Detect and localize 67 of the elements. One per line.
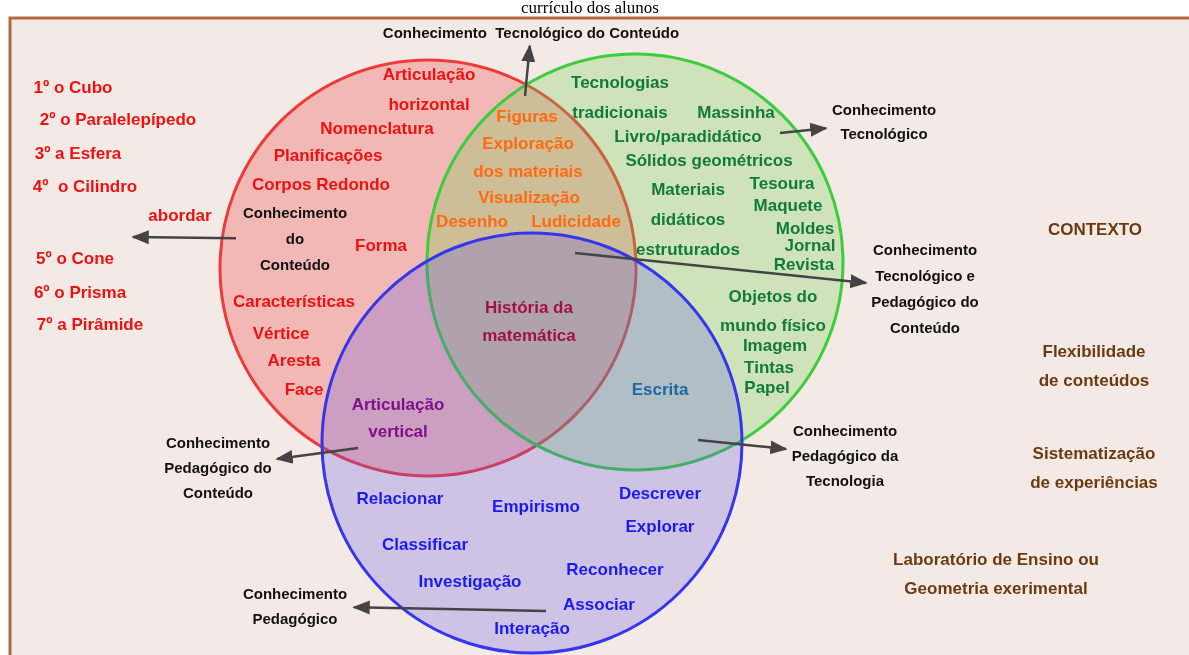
context-label: Sistematização de experiências: [1029, 443, 1159, 494]
topic-label: Ludicidade: [531, 212, 621, 232]
topic-label: Exploração dos materiais: [472, 133, 584, 183]
solid-name: 4º o Cilindro: [32, 177, 138, 197]
topic-label: Visualização: [478, 188, 580, 208]
context-label: Laboratório de Ensino ou Geometria exerimental: [892, 549, 1100, 600]
knowledge-label: Conhecimento Tecnológico do Conteúdo: [341, 23, 721, 43]
topic-label: Materiais didáticos estruturados: [635, 179, 741, 261]
solid-name: 6º o Prisma: [33, 283, 127, 303]
topic-label: Nomenclatura: [320, 119, 434, 139]
topic-label: História da matemática: [481, 297, 577, 347]
arrow: [697, 438, 788, 455]
topic-label: Reconhecer: [566, 560, 664, 580]
topic-label: Classificar: [382, 535, 468, 555]
topic-label: Associar: [563, 595, 635, 615]
knowledge-label: Conhecimento Tecnológico: [829, 98, 939, 146]
topic-label: Revista: [773, 255, 835, 275]
topic-label: Interação: [494, 619, 570, 639]
arrow: [779, 122, 828, 137]
knowledge-label: Conhecimento Pedagógico: [239, 581, 351, 631]
topic-label: Tesoura: [749, 174, 815, 194]
solid-name: 1º o Cubo: [33, 78, 113, 98]
solid-name: 3º a Esfera: [34, 144, 122, 164]
topic-label: Forma: [355, 236, 407, 256]
topic-label: Face: [284, 380, 324, 400]
knowledge-label: Conhecimento Tecnológico e Pedagógico do Conteúdo: [869, 237, 981, 341]
arrow: [521, 44, 536, 97]
topic-label: Relacionar: [356, 489, 444, 509]
topic-label: Características: [233, 292, 355, 312]
solid-name: 7º a Pirâmide: [36, 315, 144, 335]
topic-label: Planificações: [273, 146, 383, 166]
topic-label: Tintas: [744, 358, 794, 378]
solid-name: 2º o Paralelepípedo: [39, 110, 197, 130]
topic-label: Aresta: [267, 351, 321, 371]
arrow: [352, 600, 547, 615]
topic-label: Investigação: [418, 572, 522, 592]
solid-name: 5º o Cone: [36, 249, 114, 269]
topic-label: Imagem: [742, 336, 808, 356]
note-text: abordar: [148, 206, 212, 226]
topic-label: Desenho: [436, 212, 508, 232]
arrow: [275, 446, 359, 464]
context-label: Flexibilidade de conteúdos: [1037, 341, 1151, 392]
topic-label: Descrever: [618, 484, 702, 504]
topic-label: Corpos Redondo: [252, 175, 390, 195]
topic-label: Moldes: [775, 219, 835, 239]
arrow: [131, 230, 236, 245]
context-label: CONTEXTO: [1047, 220, 1143, 240]
topic-label: Maquete: [753, 196, 823, 216]
topic-label: Vértice: [252, 324, 310, 344]
topic-label: Articulação horizontal: [381, 64, 477, 116]
topic-label: Livro/paradidático: [614, 127, 762, 147]
knowledge-label: Conhecimento Pedagógico do Conteúdo: [162, 429, 274, 505]
topic-label: Objetos do mundo físico: [719, 286, 827, 337]
topic-label: Articulação vertical: [350, 394, 446, 443]
topic-label: Massinha: [697, 103, 775, 123]
knowledge-label: Conhecimento Pedagógico da Tecnologia: [789, 417, 901, 493]
arrow: [574, 251, 868, 289]
topic-label: Sólidos geométricos: [625, 151, 793, 171]
topic-label: Tecnologias tradicionais: [570, 72, 670, 124]
knowledge-label: Conhecimento do Conteúdo: [239, 200, 351, 278]
caption-text: currículo dos alunos: [521, 0, 659, 17]
topic-label: Escrita: [631, 380, 689, 400]
topic-label: Explorar: [625, 517, 695, 537]
topic-label: Figuras: [496, 107, 558, 127]
topic-label: Jornal: [784, 236, 836, 256]
topic-label: Papel: [744, 378, 790, 398]
topic-label: Empirismo: [492, 497, 580, 517]
